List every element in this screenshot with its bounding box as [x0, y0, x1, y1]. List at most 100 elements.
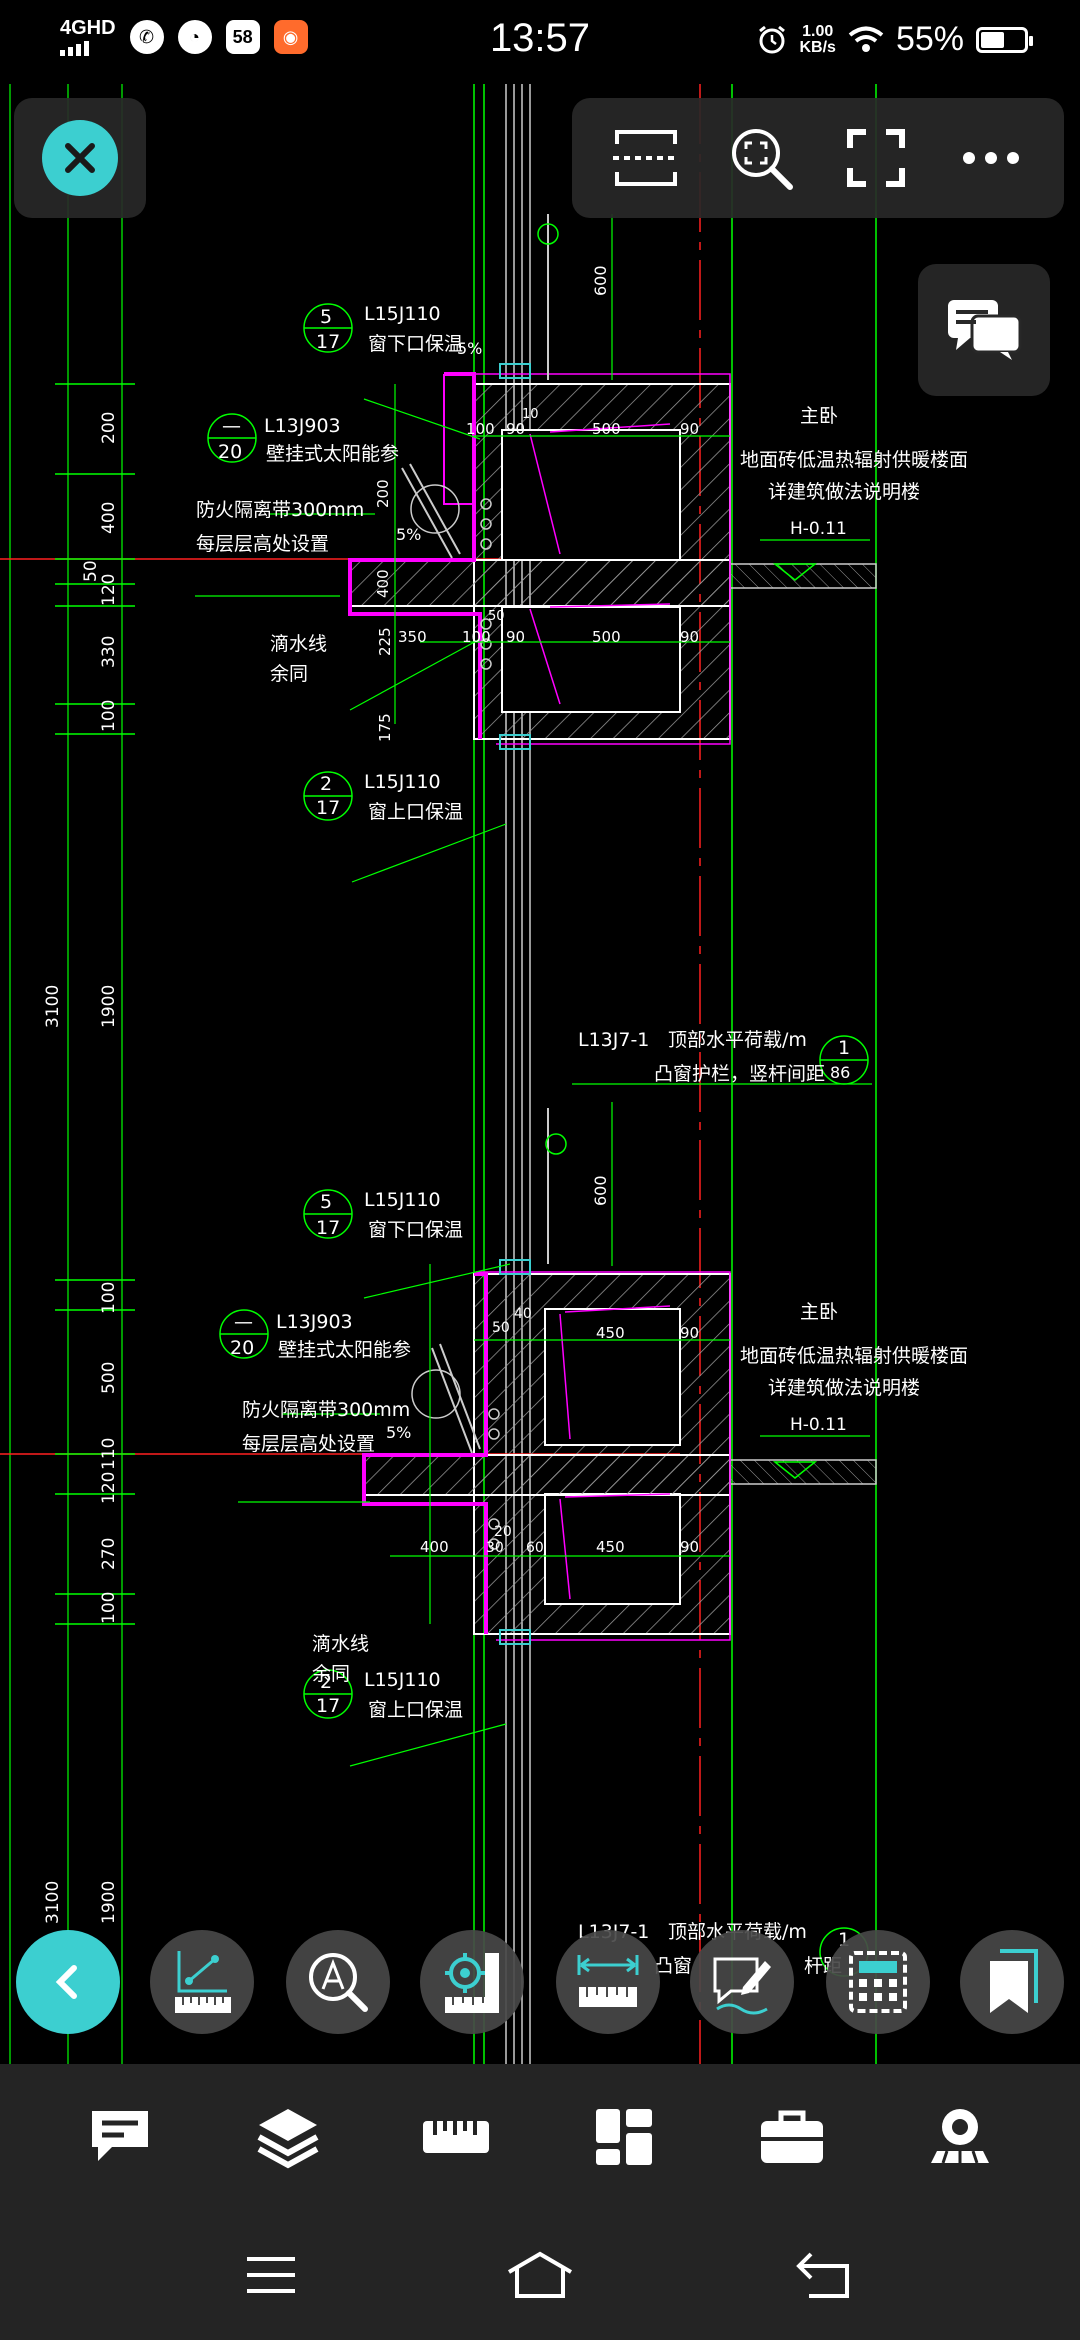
system-nav-bar	[0, 2210, 1080, 2340]
railing-circle-sheet: 86	[830, 1063, 850, 1082]
upper-dim-175: 175	[376, 713, 394, 742]
upper-annotations: 5 17 L15J110 窗下口保温 5% — 20 L13J903 壁挂式太阳…	[196, 265, 968, 823]
bottom-nav	[0, 2064, 1080, 2210]
lower-dim-600: 600	[591, 1175, 610, 1206]
upper-solar-sheet: 20	[218, 441, 242, 463]
orange-app-icon: ◉	[273, 20, 308, 54]
home-button[interactable]	[485, 2240, 595, 2310]
upper-room: 主卧	[800, 405, 838, 427]
upper-window-below-sheet: 17	[316, 331, 340, 353]
railing-text1: 顶部水平荷载/m	[668, 1029, 807, 1051]
annotation-tab[interactable]	[60, 2064, 180, 2210]
coordinate-measure-icon	[175, 1951, 231, 2013]
back-nav-button[interactable]	[770, 2240, 880, 2310]
lower-window-above-code: L15J110	[364, 1669, 441, 1691]
left-dimension-ticks	[55, 383, 135, 1625]
upper-dim-90a: 90	[506, 420, 525, 438]
left-dim-1900: 1900	[99, 985, 119, 1028]
calculator-button[interactable]	[826, 1930, 930, 2034]
upper-drip-line: 滴水线	[270, 633, 327, 655]
layers-tab[interactable]	[228, 2064, 348, 2210]
upper-dim-225: 225	[376, 627, 394, 656]
comments-button[interactable]	[918, 264, 1050, 396]
left-dim-120: 120	[99, 574, 119, 606]
close-button[interactable]	[14, 98, 146, 218]
apps-tab[interactable]	[564, 2064, 684, 2210]
tool-row	[0, 1930, 1080, 2034]
status-right: 1.00 KB/s 55%	[757, 20, 1033, 59]
bookmark-button[interactable]	[960, 1930, 1064, 2034]
speed-value: 1.00	[802, 22, 834, 40]
vr-tab[interactable]	[900, 2064, 1020, 2210]
lower-dim-90b: 90	[680, 1538, 699, 1556]
upper-firestop: 防火隔离带300mm	[196, 499, 364, 521]
dimension-measure-button[interactable]	[556, 1930, 660, 2034]
lower-window-above-label: 窗上口保温	[368, 1699, 463, 1721]
upper-dim-500a: 500	[592, 420, 621, 438]
upper-solar-label: 壁挂式太阳能参	[266, 443, 399, 465]
upper-dim-400v: 400	[374, 569, 392, 598]
left-dim-50: 50	[81, 560, 101, 582]
upper-solar-num: —	[222, 415, 241, 437]
speed-app-icon: ◔	[177, 20, 212, 54]
lower-elevation: H-0.11	[790, 1415, 847, 1435]
back-button[interactable]	[16, 1930, 120, 2034]
lower-slope: 5%	[386, 1423, 411, 1442]
lower-floor-note2: 详建筑做法说明楼	[768, 1377, 920, 1399]
left-dim-400: 400	[99, 502, 119, 534]
text-search-button[interactable]	[286, 1930, 390, 2034]
lower-floor-note1: 地面砖低温热辐射供暖楼面	[740, 1345, 968, 1367]
lower-dim-400: 400	[420, 1538, 449, 1556]
select-area-button[interactable]	[606, 118, 686, 198]
lower-window-below-num: 5	[320, 1191, 332, 1213]
left-dim-200: 200	[99, 412, 119, 444]
status-bar: 4GHD ✆ ◔ 58 ◉ 13:57 1.00 KB/s 55%	[0, 0, 1080, 84]
menu-button[interactable]	[216, 2240, 326, 2310]
annotation-icon	[92, 2111, 148, 2161]
upper-dim-50: 50	[488, 609, 505, 624]
upper-dim-100a: 100	[466, 420, 495, 438]
lower-dim-20: 20	[494, 1524, 512, 1540]
menu-icon	[247, 2257, 295, 2293]
lower-solar-code: L13J903	[276, 1311, 353, 1333]
network-type: 4GHD	[60, 17, 116, 39]
select-area-icon	[612, 130, 679, 186]
toolbox-tab[interactable]	[732, 2064, 852, 2210]
upper-window-below-label: 窗下口保温	[368, 333, 463, 355]
view-toolbar	[572, 98, 1064, 218]
network-speed: 1.00 KB/s	[799, 22, 835, 56]
upper-dim-90c: 90	[506, 628, 525, 646]
lower-solar-label: 壁挂式太阳能参	[278, 1339, 411, 1361]
wechat-icon: ✆	[129, 20, 164, 54]
left-dim-lower-1900: 1900	[99, 1881, 119, 1924]
battery-icon	[976, 26, 1033, 53]
upper-dim-350: 350	[398, 628, 427, 646]
lower-window-below-sheet: 17	[316, 1217, 340, 1239]
upper-detail	[195, 214, 877, 883]
cad-drawing-canvas[interactable]: 5 17 L15J110 窗下口保温 5% — 20 L13J903 壁挂式太阳…	[0, 84, 1080, 2064]
upper-floor-note1: 地面砖低温热辐射供暖楼面	[740, 449, 968, 471]
ruler-tab[interactable]	[396, 2064, 516, 2210]
lower-drip-line: 滴水线	[312, 1633, 369, 1655]
left-dim-100: 100	[99, 700, 119, 732]
upper-dim-200v: 200	[374, 479, 392, 508]
apps-icon	[596, 2109, 652, 2165]
annotate-button[interactable]	[690, 1930, 794, 2034]
lower-solar-sheet: 20	[230, 1337, 254, 1359]
lower-dim-50: 50	[492, 1320, 510, 1336]
measure-settings-button[interactable]	[420, 1930, 524, 2034]
lower-solar-num: —	[234, 1311, 253, 1333]
railing-code: L13J7-1	[578, 1029, 649, 1051]
left-dim-lower-3100: 3100	[43, 1881, 63, 1924]
comment-icon	[948, 300, 1022, 360]
zoom-window-button[interactable]	[721, 118, 801, 198]
upper-window-above-label: 窗上口保温	[368, 801, 463, 823]
upper-window-below-num: 5	[320, 306, 332, 328]
more-button[interactable]	[951, 118, 1031, 198]
fullscreen-button[interactable]	[836, 118, 916, 198]
coordinate-measure-button[interactable]	[150, 1930, 254, 2034]
left-dim-lower-100b: 100	[99, 1592, 119, 1624]
close-icon	[42, 120, 118, 196]
app-58-icon: 58	[225, 20, 260, 54]
left-dim-lower-100: 100	[99, 1282, 119, 1314]
